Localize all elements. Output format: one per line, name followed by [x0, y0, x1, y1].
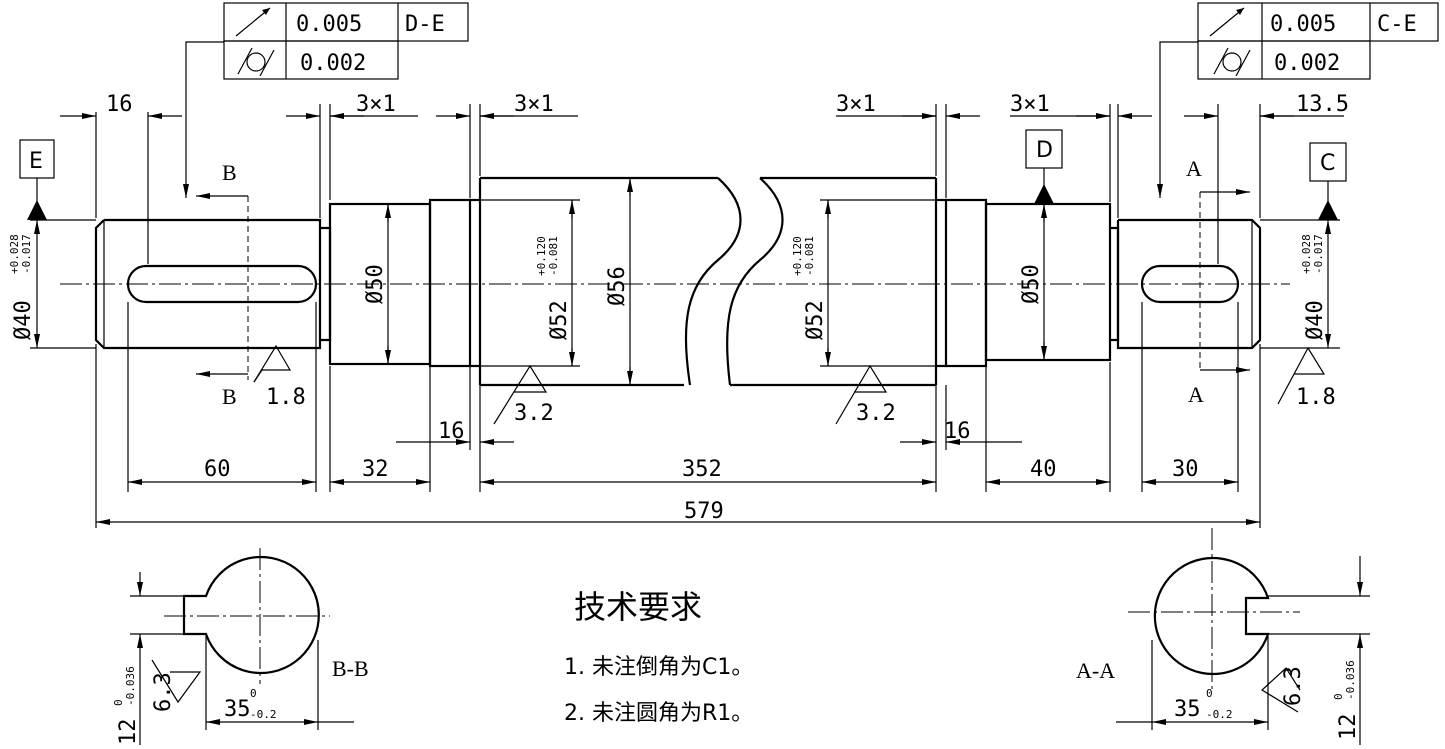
svg-text:3.2: 3.2 — [856, 401, 896, 426]
bb-key-dim: 12 — [116, 719, 141, 746]
roughness-4: 1.8 — [1277, 346, 1336, 410]
dim-30: 30 — [1172, 457, 1199, 482]
svg-text:+0.028: +0.028 — [1300, 234, 1313, 274]
svg-text:+0.120: +0.120 — [535, 236, 548, 276]
dim-phi40-left: Ø40 — [11, 300, 36, 340]
section-bb-view: 12 0 -0.036 35 0 -0.2 6.3 B-B — [112, 548, 369, 745]
section-b-cut: B B — [196, 160, 249, 409]
svg-text:-0.036: -0.036 — [1344, 660, 1357, 700]
left-tolerance-frame: 0.005 D-E 0.002 — [183, 2, 469, 198]
dim-phi52-right: Ø52 — [803, 300, 828, 340]
dim-phi50-left: Ø50 — [363, 264, 388, 304]
svg-text:-0.2: -0.2 — [250, 708, 277, 721]
svg-text:6.3: 6.3 — [1281, 666, 1306, 706]
svg-text:0: 0 — [250, 687, 257, 700]
svg-text:-0.081: -0.081 — [803, 236, 816, 276]
tech-req-title: 技术要求 — [574, 588, 702, 626]
runout-icon — [235, 7, 271, 37]
dim-60: 60 — [204, 457, 231, 482]
section-aa-label: A-A — [1076, 658, 1115, 683]
right-runout-value: 0.005 — [1270, 12, 1336, 37]
top-dimensions: 16 3×1 3×1 3×1 3×1 13.5 — [60, 92, 1349, 264]
dim-16-mid-left: 16 — [438, 419, 465, 444]
svg-text:-0.036: -0.036 — [124, 666, 137, 706]
cylindricity-icon — [237, 47, 275, 77]
bottom-dimensions: 60 32 16 352 16 40 30 579 — [95, 302, 1261, 528]
section-a-bottom-label: A — [1188, 382, 1204, 407]
svg-text:D: D — [1036, 138, 1053, 163]
right-runout-datum: C-E — [1377, 12, 1417, 37]
dim-32: 32 — [362, 457, 389, 482]
svg-text:C: C — [1320, 151, 1335, 176]
svg-text:1.8: 1.8 — [1296, 385, 1336, 410]
svg-text:E: E — [29, 149, 43, 174]
section-aa-view: 12 0 -0.036 35 0 -0.2 6.3 A-A — [1076, 528, 1370, 745]
roughness-3: 3.2 — [835, 364, 896, 426]
section-a-top-label: A — [1186, 156, 1202, 181]
dim-chamfer-1: 3×1 — [356, 92, 396, 117]
svg-text:3.2: 3.2 — [514, 401, 554, 426]
tech-req-item-1: 1. 未注倒角为C1。 — [564, 655, 753, 680]
datum-c: C — [1309, 142, 1347, 220]
datum-e: E — [19, 139, 55, 220]
svg-text:6.3: 6.3 — [151, 672, 176, 712]
dim-phi40-right: Ø40 — [1303, 300, 1328, 340]
section-b-bottom-label: B — [222, 384, 237, 409]
section-a-cut: A A — [1186, 156, 1250, 407]
dim-352: 352 — [682, 457, 722, 482]
dim-13-5: 13.5 — [1296, 92, 1349, 117]
roughness-1: 1.8 — [253, 344, 306, 410]
dim-phi56: Ø56 — [605, 266, 630, 306]
diameter-dimensions: Ø40 +0.028 -0.017 Ø50 Ø52 +0.120 -0.081 … — [8, 178, 1340, 385]
left-cyl-value: 0.002 — [300, 51, 366, 76]
right-cyl-value: 0.002 — [1274, 51, 1340, 76]
svg-text:0: 0 — [1332, 693, 1345, 700]
svg-text:-0.081: -0.081 — [547, 236, 560, 276]
left-runout-value: 0.005 — [296, 12, 362, 37]
dim-phi52-left: Ø52 — [547, 300, 572, 340]
dim-16-top: 16 — [106, 92, 133, 117]
roughness-2: 3.2 — [493, 364, 554, 426]
svg-text:0: 0 — [112, 699, 125, 706]
cylindricity-icon — [1213, 47, 1251, 77]
dim-chamfer-4: 3×1 — [1010, 92, 1050, 117]
dim-chamfer-3: 3×1 — [836, 92, 876, 117]
section-bb-label: B-B — [332, 656, 369, 681]
dim-40: 40 — [1030, 457, 1057, 482]
svg-text:1.8: 1.8 — [266, 385, 306, 410]
tech-requirements: 技术要求 1. 未注倒角为C1。 2. 未注圆角为R1。 — [564, 588, 753, 726]
aa-width-dim: 35 — [1174, 697, 1201, 722]
dim-chamfer-2: 3×1 — [514, 92, 554, 117]
dim-579: 579 — [684, 499, 724, 524]
svg-text:-0.2: -0.2 — [1206, 708, 1233, 721]
aa-key-dim: 12 — [1336, 714, 1361, 741]
runout-icon — [1209, 7, 1245, 37]
svg-text:0: 0 — [1206, 687, 1213, 700]
svg-text:+0.120: +0.120 — [791, 236, 804, 276]
svg-text:+0.028: +0.028 — [8, 234, 21, 274]
dim-phi50-right: Ø50 — [1019, 264, 1044, 304]
dim-16-mid-right: 16 — [944, 419, 971, 444]
right-tolerance-frame: 0.005 C-E 0.002 — [1157, 2, 1439, 198]
bb-width-dim: 35 — [224, 697, 251, 722]
svg-text:-0.017: -0.017 — [20, 234, 33, 274]
left-runout-datum: D-E — [405, 12, 445, 37]
svg-text:-0.017: -0.017 — [1312, 234, 1325, 274]
section-b-top-label: B — [222, 160, 237, 185]
datum-d: D — [1025, 129, 1063, 204]
tech-req-item-2: 2. 未注圆角为R1。 — [564, 701, 753, 726]
